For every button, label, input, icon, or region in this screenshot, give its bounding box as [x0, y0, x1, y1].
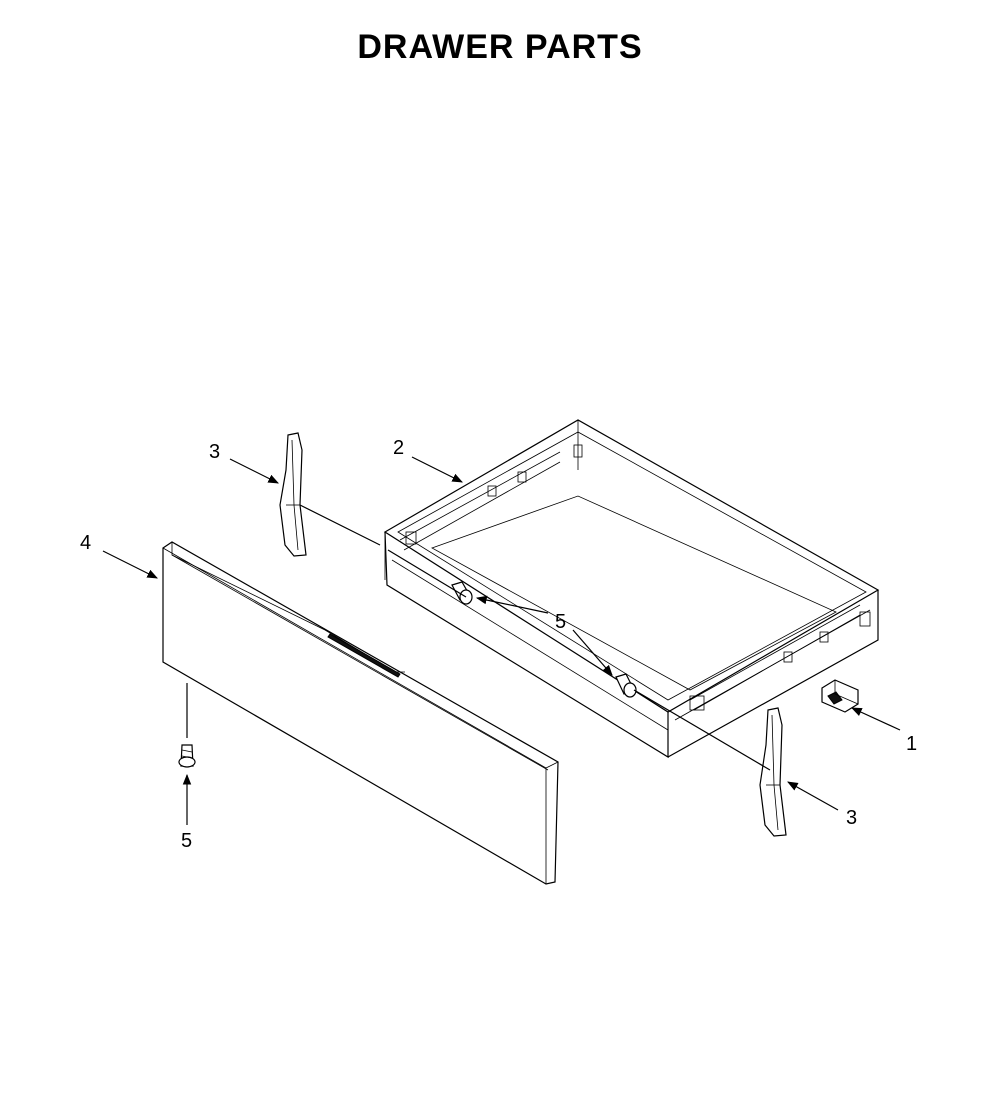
callout-arrow-3-right — [787, 781, 839, 811]
callout-arrow-5-rear — [475, 595, 549, 614]
screw-front — [615, 673, 637, 698]
callout-3-right: 3 — [846, 807, 857, 829]
callout-1: 1 — [906, 733, 917, 755]
callout-arrow-1 — [851, 707, 901, 731]
callout-arrow-2 — [411, 456, 463, 483]
screw-bottom — [178, 744, 196, 768]
diagram-title: DRAWER PARTS — [357, 28, 643, 66]
drawer-slide-right — [759, 707, 787, 837]
assembly-line-rear — [387, 549, 467, 598]
callout-arrow-4 — [102, 550, 158, 579]
callout-arrow-5-front — [572, 629, 613, 676]
callout-5-rear: 5 — [555, 611, 566, 633]
drawer-body — [383, 419, 880, 759]
drawer-stop-clip — [821, 679, 859, 713]
assembly-line-left — [299, 504, 381, 546]
callout-arrow-3-left — [229, 458, 279, 484]
callout-5-bottom: 5 — [181, 830, 192, 852]
callout-4: 4 — [80, 532, 91, 554]
assembly-line-right — [633, 689, 771, 771]
drawer-slide-left — [279, 432, 307, 557]
drawer-front-panel — [162, 541, 559, 885]
callout-2: 2 — [393, 437, 404, 459]
callout-3-left: 3 — [209, 441, 220, 463]
